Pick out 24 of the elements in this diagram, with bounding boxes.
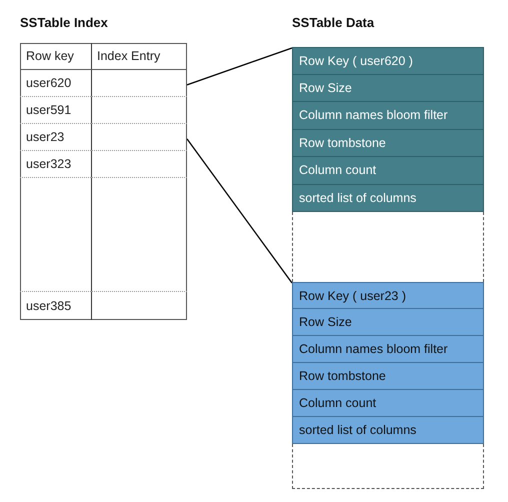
empty-record-space — [292, 444, 484, 489]
record-field: Row Key ( user620 ) — [292, 47, 484, 74]
column-header: Index Entry — [91, 43, 187, 70]
connector-line — [186, 138, 293, 284]
record-field: Row tombstone — [292, 130, 484, 157]
record-field: Row Key ( user23 ) — [292, 282, 484, 309]
record-field: Column names bloom filter — [292, 336, 484, 363]
record-field: Column count — [292, 157, 484, 184]
row-key: user385 — [20, 291, 91, 319]
table-heading: SSTable Index — [20, 15, 108, 30]
record-field: Row Size — [292, 74, 484, 102]
row-key: user23 — [20, 124, 91, 151]
record-field: sorted list of columns — [292, 417, 484, 444]
row-key: user591 — [20, 97, 91, 124]
record-field: Row Size — [292, 309, 484, 336]
record-field: Column names bloom filter — [292, 102, 484, 130]
column-header: Row key — [20, 43, 91, 70]
record-field: sorted list of columns — [292, 184, 484, 212]
record-field: Column count — [292, 390, 484, 417]
record-field: Row tombstone — [292, 363, 484, 390]
table-heading: SSTable Data — [292, 15, 374, 30]
connector-line — [186, 47, 292, 86]
row-key: user620 — [20, 70, 91, 97]
row-key: user323 — [20, 151, 91, 178]
